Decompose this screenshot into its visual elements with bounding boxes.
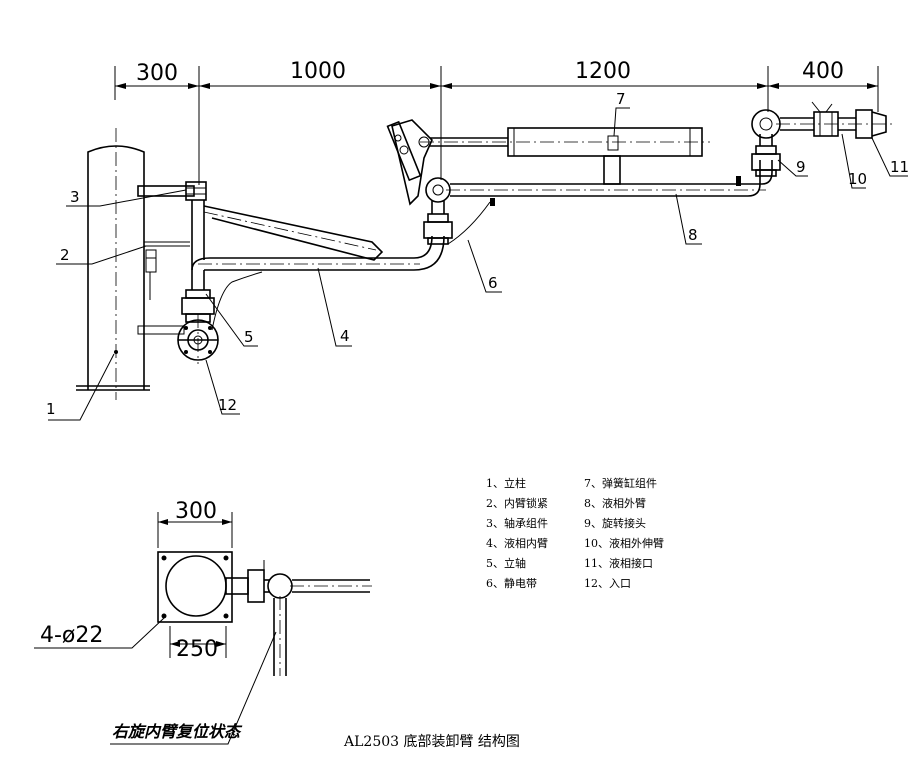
dim-1000: 1000 [290,59,346,84]
legend-right: 7、弹簧缸组件 8、液相外臂 9、旋转接头 10、液相外伸臂 11、液相接口 1… [584,474,664,594]
callout-7: 7 [616,90,626,108]
detail-state-label: 右旋内臂复位状态 [112,722,241,741]
callout-1: 1 [46,400,56,418]
detail-dim-300: 300 [175,499,217,524]
callout-4: 4 [340,327,350,345]
legend-left: 1、立柱 2、内臂锁紧 3、轴承组件 4、液相内臂 5、立轴 6、静电带 [486,474,548,594]
inner-arm-assembly [137,181,420,364]
legend-item: 2、内臂锁紧 [486,497,548,510]
legend-item: 6、静电带 [486,577,537,590]
detail-dim-250: 250 [176,637,218,662]
legend-item: 3、轴承组件 [486,517,548,530]
dimension-chain: 300 1000 1200 400 [114,59,879,185]
callout-leaders: 1 2 3 4 5 6 7 8 9 10 11 12 [46,90,909,421]
callout-10: 10 [848,170,867,188]
middle-swivel [413,177,495,271]
legend-item: 1、立柱 [486,477,526,490]
outer-end-assembly [751,101,892,177]
legend-item: 12、入口 [584,577,631,590]
legend-item: 10、液相外伸臂 [584,537,664,550]
legend-item: 7、弹簧缸组件 [584,477,657,490]
legend-item: 8、液相外臂 [584,497,646,510]
legend-item: 9、旋转接头 [584,517,646,530]
callout-2: 2 [60,246,70,264]
detail-holes: 4-ø22 [40,623,103,648]
callout-11: 11 [890,158,909,176]
dim-300: 300 [136,61,178,86]
detail-view: 300 250 4-ø22 [34,499,372,745]
dim-1200: 1200 [575,59,631,84]
legend-item: 11、液相接口 [584,557,653,570]
outer-arm [446,160,773,197]
legend-item: 4、液相内臂 [486,537,548,550]
callout-12: 12 [218,396,237,414]
callout-3: 3 [70,188,80,206]
legend-item: 5、立轴 [486,557,526,570]
callout-9: 9 [796,158,806,176]
drawing-caption: AL2503 底部装卸臂 结构图 [344,734,520,750]
callout-5: 5 [244,328,254,346]
callout-6: 6 [488,274,498,292]
column [76,128,190,400]
callout-8: 8 [688,226,698,244]
dim-400: 400 [802,59,844,84]
spring-cylinder [386,119,710,206]
